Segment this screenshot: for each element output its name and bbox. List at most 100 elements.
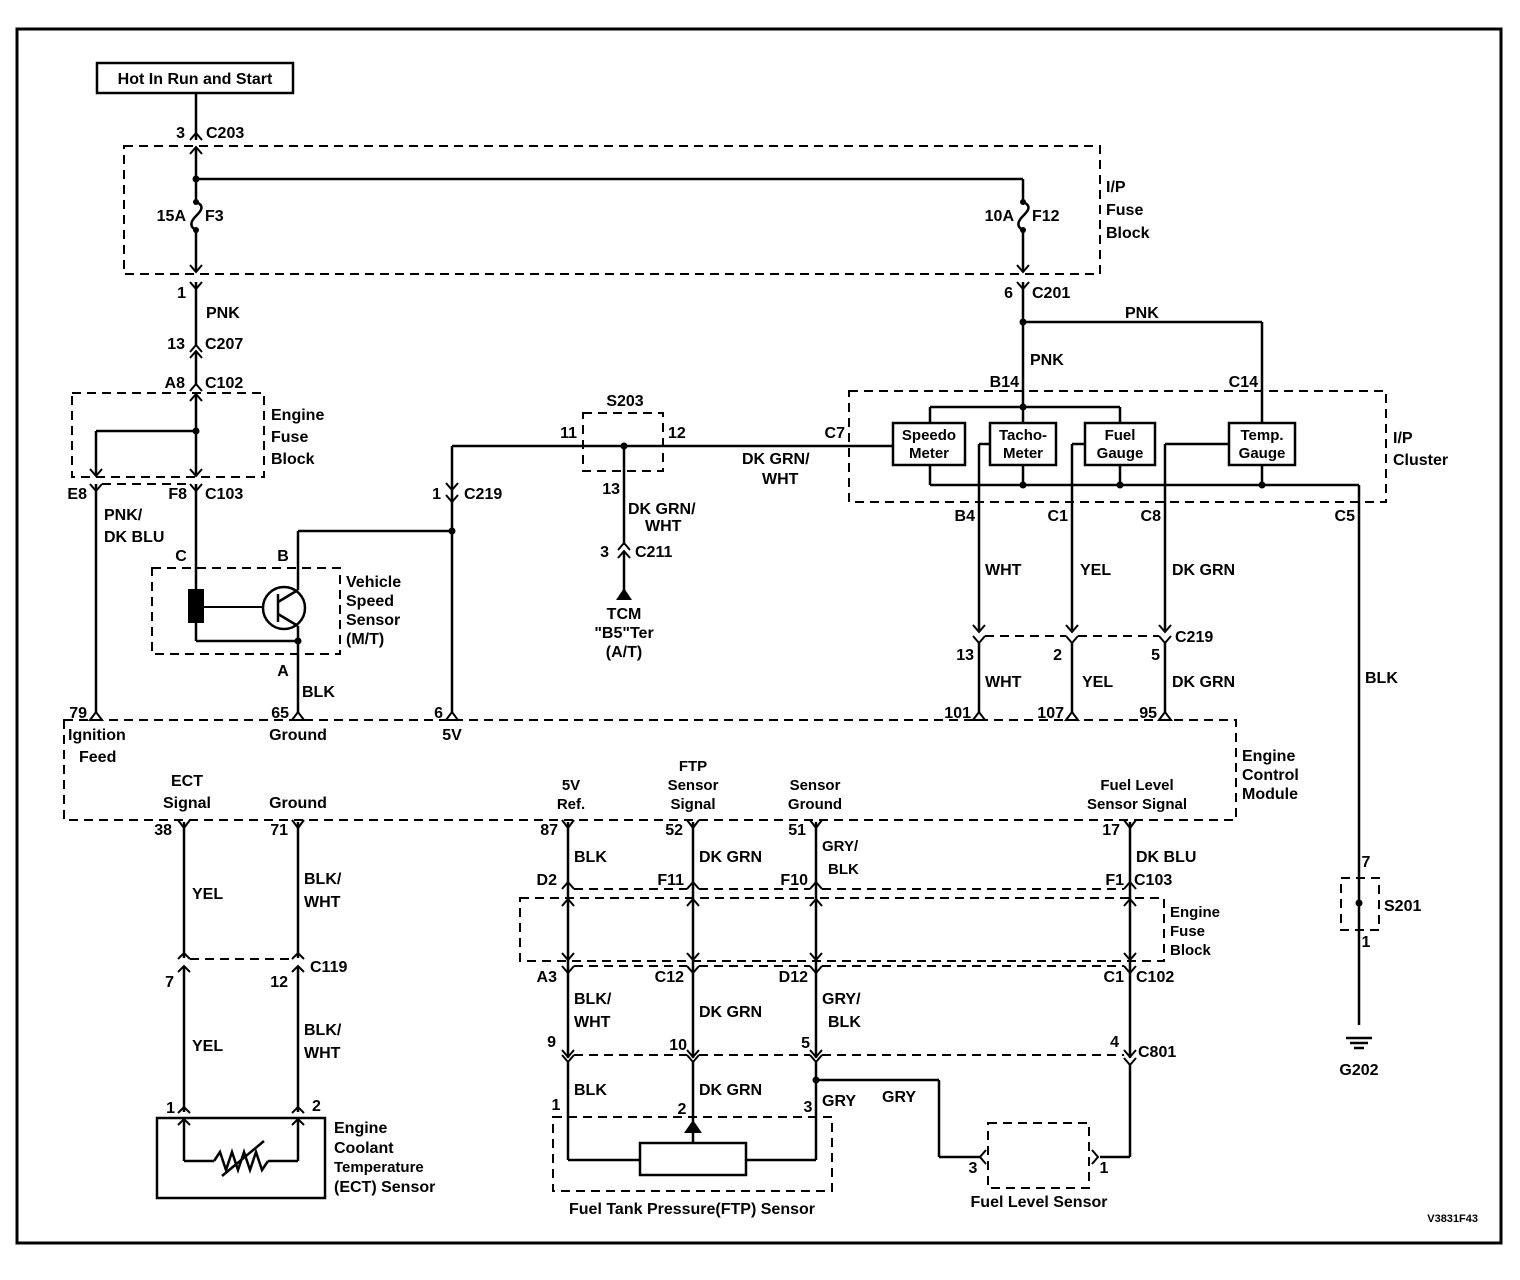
svg-text:Temperature: Temperature bbox=[334, 1159, 424, 1176]
svg-text:Ground: Ground bbox=[269, 727, 327, 744]
svg-text:BLK: BLK bbox=[1365, 670, 1398, 687]
svg-text:C: C bbox=[175, 548, 187, 565]
svg-text:Block: Block bbox=[271, 451, 315, 468]
svg-text:Ref.: Ref. bbox=[557, 796, 585, 813]
svg-text:3: 3 bbox=[176, 125, 185, 142]
svg-text:DK GRN: DK GRN bbox=[699, 849, 762, 866]
ftp-sensor-label: Fuel Tank Pressure(FTP) Sensor bbox=[569, 1201, 815, 1218]
svg-text:12: 12 bbox=[270, 974, 288, 991]
svg-text:Signal: Signal bbox=[163, 795, 211, 812]
svg-text:C207: C207 bbox=[205, 336, 243, 353]
connector-c219-left: 1 C219 bbox=[432, 482, 502, 504]
svg-text:Temp.: Temp. bbox=[1240, 427, 1283, 444]
svg-text:79: 79 bbox=[69, 705, 87, 722]
svg-text:DK GRN/: DK GRN/ bbox=[742, 451, 810, 468]
svg-text:Coolant: Coolant bbox=[334, 1140, 394, 1157]
svg-text:C14: C14 bbox=[1229, 374, 1258, 391]
connector-c102-a8: A8 C102 bbox=[165, 375, 244, 392]
svg-text:YEL: YEL bbox=[1080, 562, 1111, 579]
connector-c103-bottom: D2 F11 F10 F1 C103 bbox=[537, 872, 1172, 890]
power-source-label: Hot In Run and Start bbox=[118, 71, 273, 88]
svg-text:Gauge: Gauge bbox=[1097, 445, 1144, 462]
svg-text:13: 13 bbox=[602, 481, 620, 498]
svg-text:Ground: Ground bbox=[269, 795, 327, 812]
svg-text:38: 38 bbox=[154, 822, 172, 839]
svg-text:Engine: Engine bbox=[271, 407, 324, 424]
svg-text:Cluster: Cluster bbox=[1393, 452, 1448, 469]
svg-text:C203: C203 bbox=[206, 125, 244, 142]
svg-text:C801: C801 bbox=[1138, 1044, 1176, 1061]
svg-text:"B5"Ter: "B5"Ter bbox=[594, 625, 653, 642]
svg-text:(A/T): (A/T) bbox=[606, 644, 642, 661]
connector-c211: 3 C211 bbox=[600, 541, 672, 561]
svg-text:(M/T): (M/T) bbox=[346, 631, 384, 648]
svg-text:7: 7 bbox=[1362, 854, 1371, 871]
svg-text:GRY/: GRY/ bbox=[822, 838, 859, 855]
svg-text:65: 65 bbox=[271, 705, 289, 722]
gauge-temperature: Temp. Gauge bbox=[1227, 421, 1297, 467]
svg-text:D2: D2 bbox=[537, 872, 558, 889]
svg-text:3: 3 bbox=[804, 1099, 813, 1116]
svg-text:Vehicle: Vehicle bbox=[346, 574, 401, 591]
svg-text:GRY/: GRY/ bbox=[822, 991, 861, 1008]
gauge-fuel: Fuel Gauge bbox=[1083, 421, 1157, 467]
svg-text:C219: C219 bbox=[464, 486, 502, 503]
svg-text:Fuse: Fuse bbox=[1170, 923, 1205, 940]
svg-text:Tacho-: Tacho- bbox=[999, 427, 1047, 444]
svg-text:E8: E8 bbox=[67, 486, 87, 503]
svg-text:Control: Control bbox=[1242, 767, 1299, 784]
svg-text:BLK/: BLK/ bbox=[574, 991, 612, 1008]
svg-text:BLK/: BLK/ bbox=[304, 1022, 342, 1039]
svg-text:51: 51 bbox=[788, 822, 806, 839]
svg-text:F1: F1 bbox=[1105, 872, 1124, 889]
tcm-terminal-icon bbox=[616, 588, 632, 600]
svg-text:Gauge: Gauge bbox=[1239, 445, 1286, 462]
diagram-frame bbox=[15, 27, 1503, 1245]
svg-text:A: A bbox=[277, 663, 289, 680]
svg-text:C1: C1 bbox=[1048, 508, 1069, 525]
ecm-bottom-pin-labels: ECT Signal Ground 5V Ref. FTP Sensor Sig… bbox=[163, 758, 1187, 813]
svg-text:Signal: Signal bbox=[670, 796, 715, 813]
svg-text:6: 6 bbox=[434, 705, 443, 722]
engine-fuse-block-bottom bbox=[519, 897, 1165, 962]
svg-text:1: 1 bbox=[177, 285, 186, 302]
svg-text:C12: C12 bbox=[655, 969, 684, 986]
connector-c119: 7 12 C119 bbox=[165, 951, 347, 991]
svg-text:C102: C102 bbox=[1136, 969, 1174, 986]
svg-text:10A: 10A bbox=[985, 208, 1015, 225]
engine-fuse-block-top-label: Engine Fuse Block bbox=[271, 407, 324, 468]
svg-text:DK GRN: DK GRN bbox=[699, 1082, 762, 1099]
svg-text:Meter: Meter bbox=[1003, 445, 1043, 462]
svg-text:B4: B4 bbox=[955, 508, 976, 525]
svg-text:A8: A8 bbox=[165, 375, 186, 392]
drawing-id: V3831F43 bbox=[1427, 1213, 1478, 1225]
svg-text:C103: C103 bbox=[205, 486, 243, 503]
svg-text:15A: 15A bbox=[157, 208, 187, 225]
engine-fuse-block-bottom-label: Engine Fuse Block bbox=[1170, 904, 1220, 959]
vehicle-speed-sensor bbox=[151, 567, 341, 655]
svg-text:Sensor: Sensor bbox=[668, 777, 719, 794]
svg-text:17: 17 bbox=[1102, 822, 1120, 839]
svg-text:2: 2 bbox=[312, 1098, 321, 1115]
ftp-resistor bbox=[638, 1141, 748, 1177]
svg-text:1: 1 bbox=[552, 1097, 561, 1114]
svg-text:BLK: BLK bbox=[574, 1082, 607, 1099]
svg-text:Ignition: Ignition bbox=[68, 727, 126, 744]
svg-text:11: 11 bbox=[560, 425, 577, 442]
svg-text:Sensor: Sensor bbox=[790, 777, 841, 794]
svg-text:A3: A3 bbox=[537, 969, 558, 986]
connector-c207: 13 C207 bbox=[167, 336, 243, 359]
gauge-speedometer: Speedo Meter bbox=[891, 421, 967, 467]
svg-text:Block: Block bbox=[1106, 225, 1150, 242]
svg-text:WHT: WHT bbox=[985, 674, 1022, 691]
svg-text:Fuel: Fuel bbox=[1105, 427, 1136, 444]
tcm-label: TCM "B5"Ter (A/T) bbox=[594, 606, 653, 661]
svg-text:S201: S201 bbox=[1384, 898, 1421, 915]
svg-text:YEL: YEL bbox=[192, 886, 223, 903]
svg-text:F3: F3 bbox=[205, 208, 224, 225]
svg-text:5: 5 bbox=[801, 1035, 810, 1052]
svg-text:YEL: YEL bbox=[1082, 674, 1113, 691]
svg-text:FTP: FTP bbox=[679, 758, 707, 775]
svg-text:(ECT) Sensor: (ECT) Sensor bbox=[334, 1179, 435, 1196]
